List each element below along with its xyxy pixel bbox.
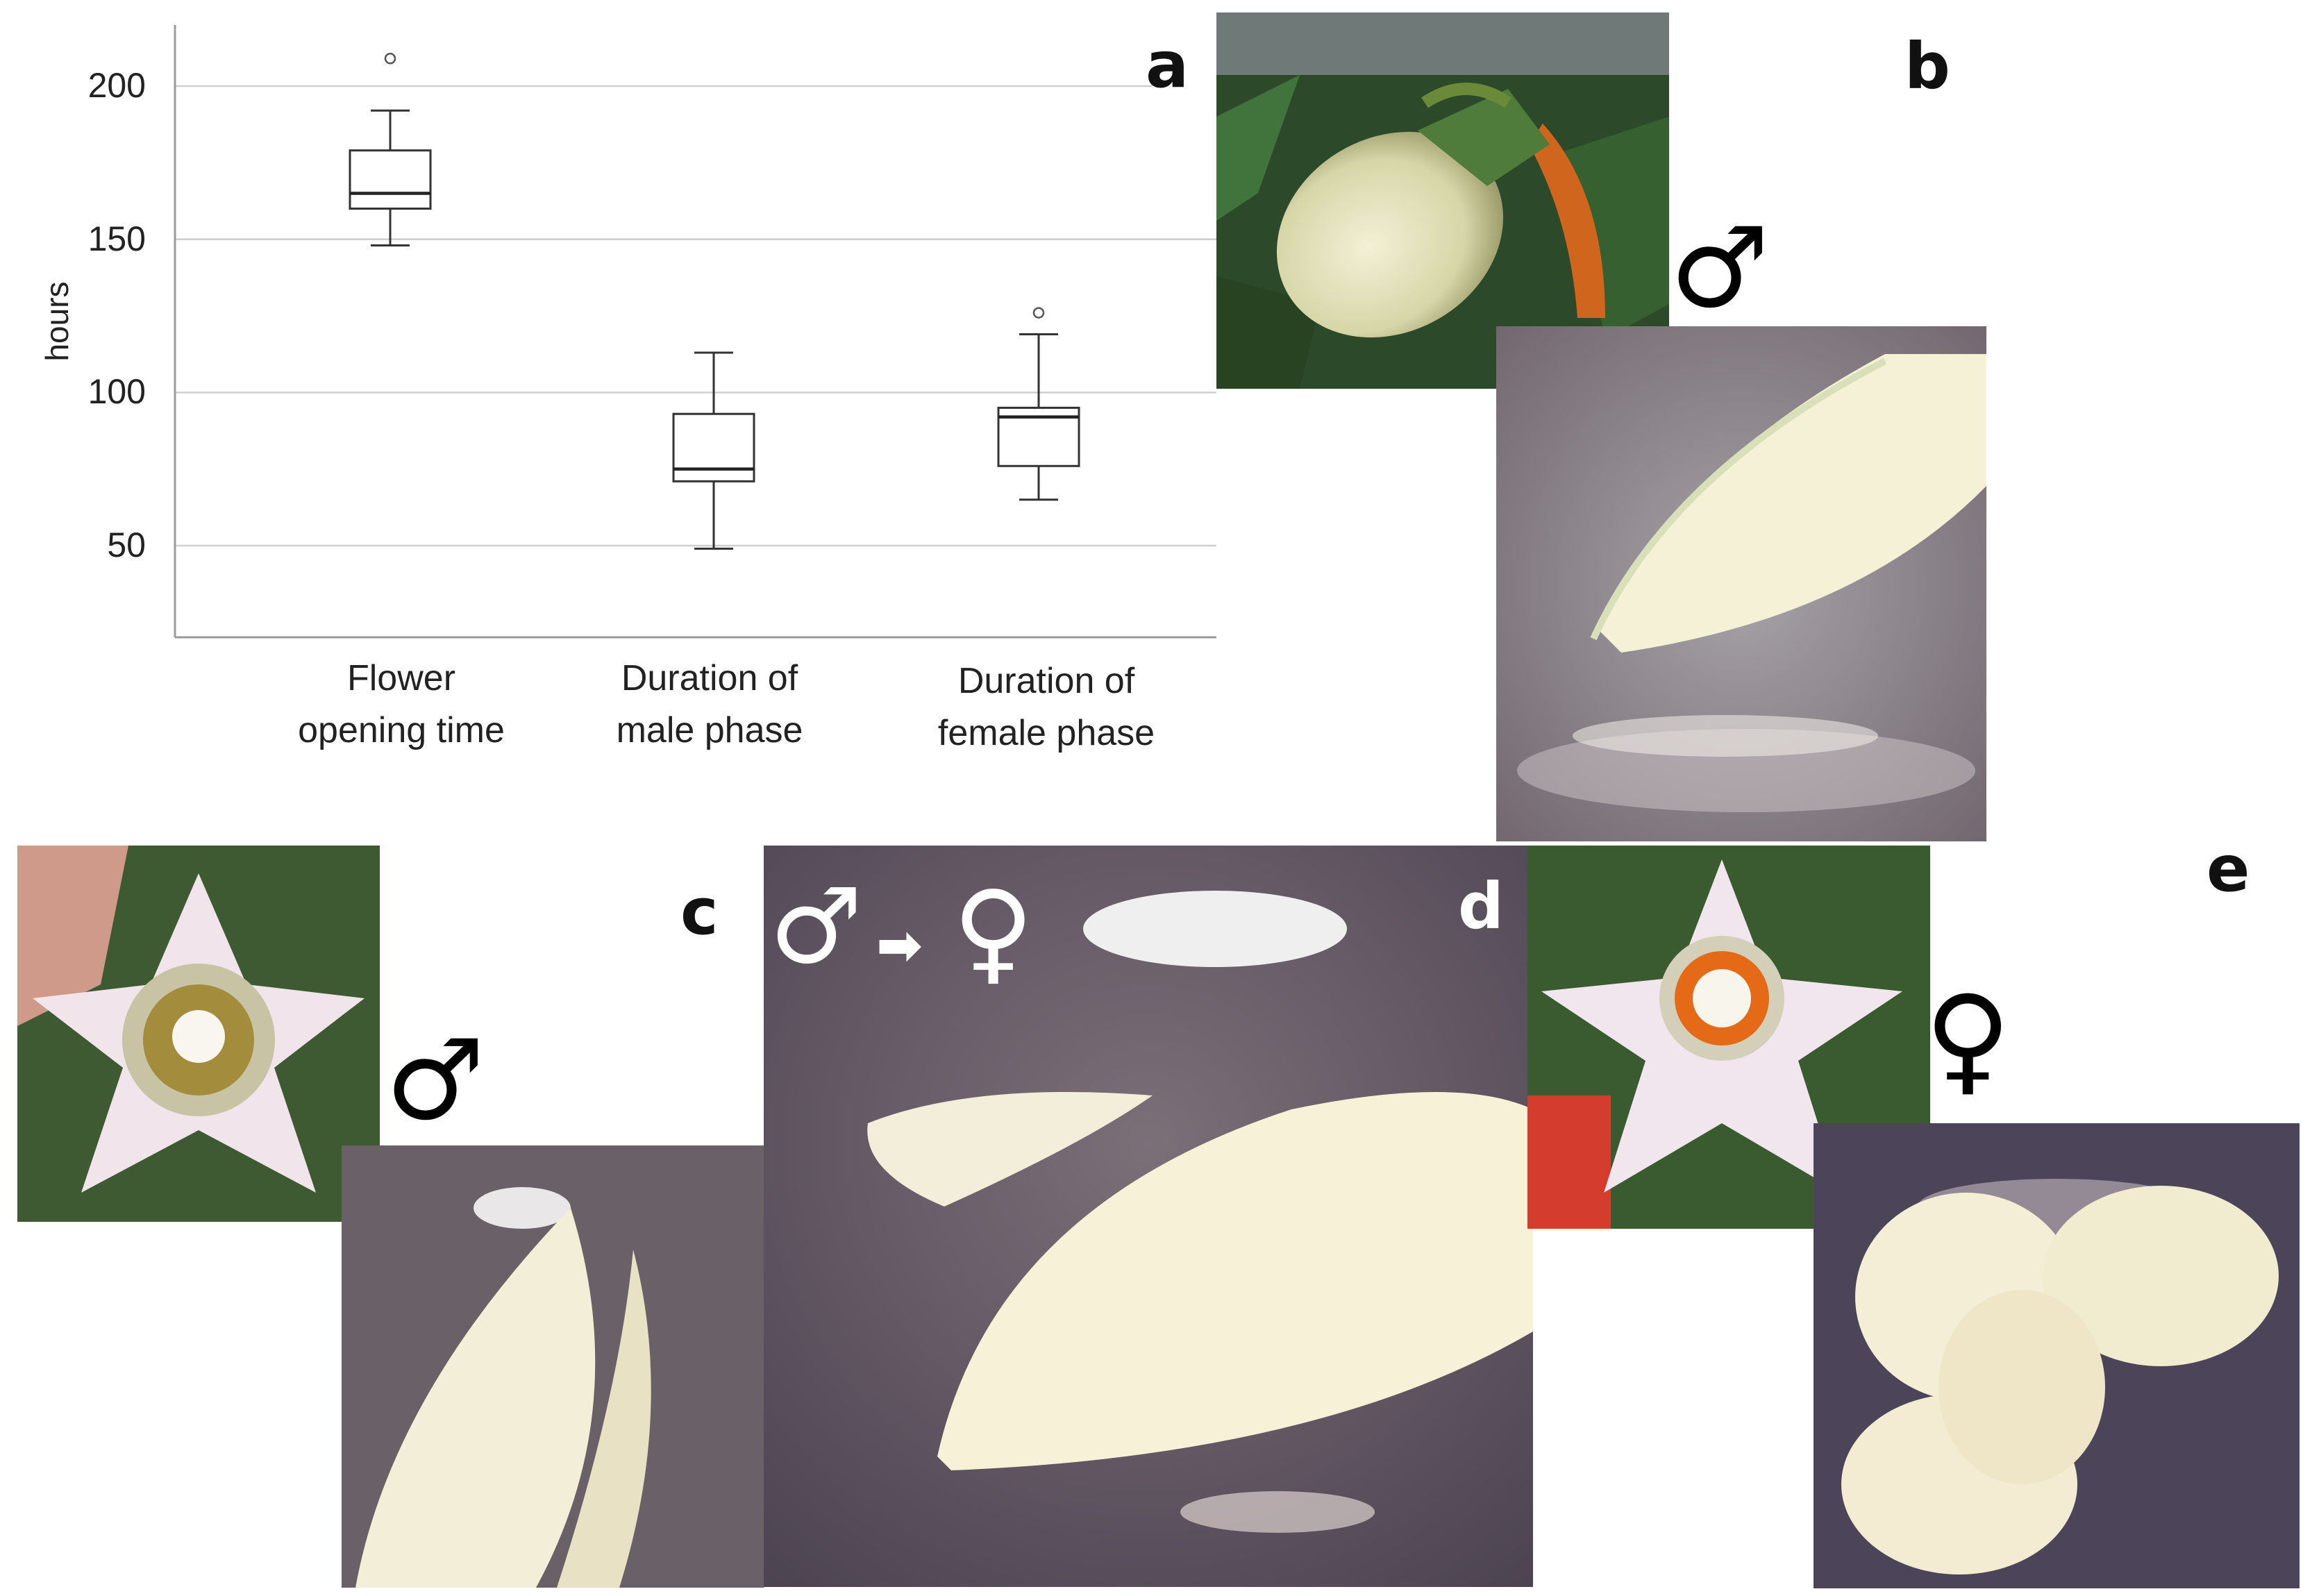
panel-label-a: a [1146,28,1189,102]
arrow-symbol-d: ➡ [876,913,923,977]
boxplot-chart [174,25,1216,639]
iqr-box-1 [672,412,755,482]
photo-transition-closeup-d [764,846,1533,1587]
y-tick-label-150: 150 [87,219,146,258]
photo-anther-closeup-b [1496,326,1986,841]
box-0 [349,53,432,246]
box-series [349,53,1080,550]
x-tick-label-male-phase: Duration of male phase [616,658,803,751]
x-tick-label-female-phase: Duration of female phase [937,661,1155,754]
female-symbol-d: ♀ [953,866,1035,996]
iqr-box-0 [349,149,432,210]
x-tick-label-flower-opening-time: Flower opening time [298,658,505,751]
photo-stigma-closeup-e [1814,1123,2300,1588]
female-symbol-e: ♀ [1925,971,2011,1108]
male-symbol-d: ♂ [769,866,863,987]
y-tick-label-200: 200 [87,66,146,105]
box-2 [997,307,1080,501]
box-1 [672,351,755,550]
panel-label-e: e [2206,832,2250,906]
gridlines [175,85,1216,547]
y-tick-label-50: 50 [107,526,146,564]
male-symbol-b: ♂ [1670,203,1770,333]
panel-label-c: c [680,875,719,949]
panel-label-b: b [1904,29,1950,103]
panel-label-d: d [1458,869,1504,943]
y-tick-label-100: 100 [87,372,146,412]
photo-flower-bud [1216,12,1669,389]
y-axis-title: hours [39,281,75,362]
photo-anther-closeup-c [342,1145,764,1588]
outlier-2-0 [1032,307,1045,319]
photo-open-flower-male [17,846,380,1222]
outlier-0-0 [384,53,396,65]
axes [174,25,1216,639]
male-symbol-c: ♂ [385,1015,485,1145]
